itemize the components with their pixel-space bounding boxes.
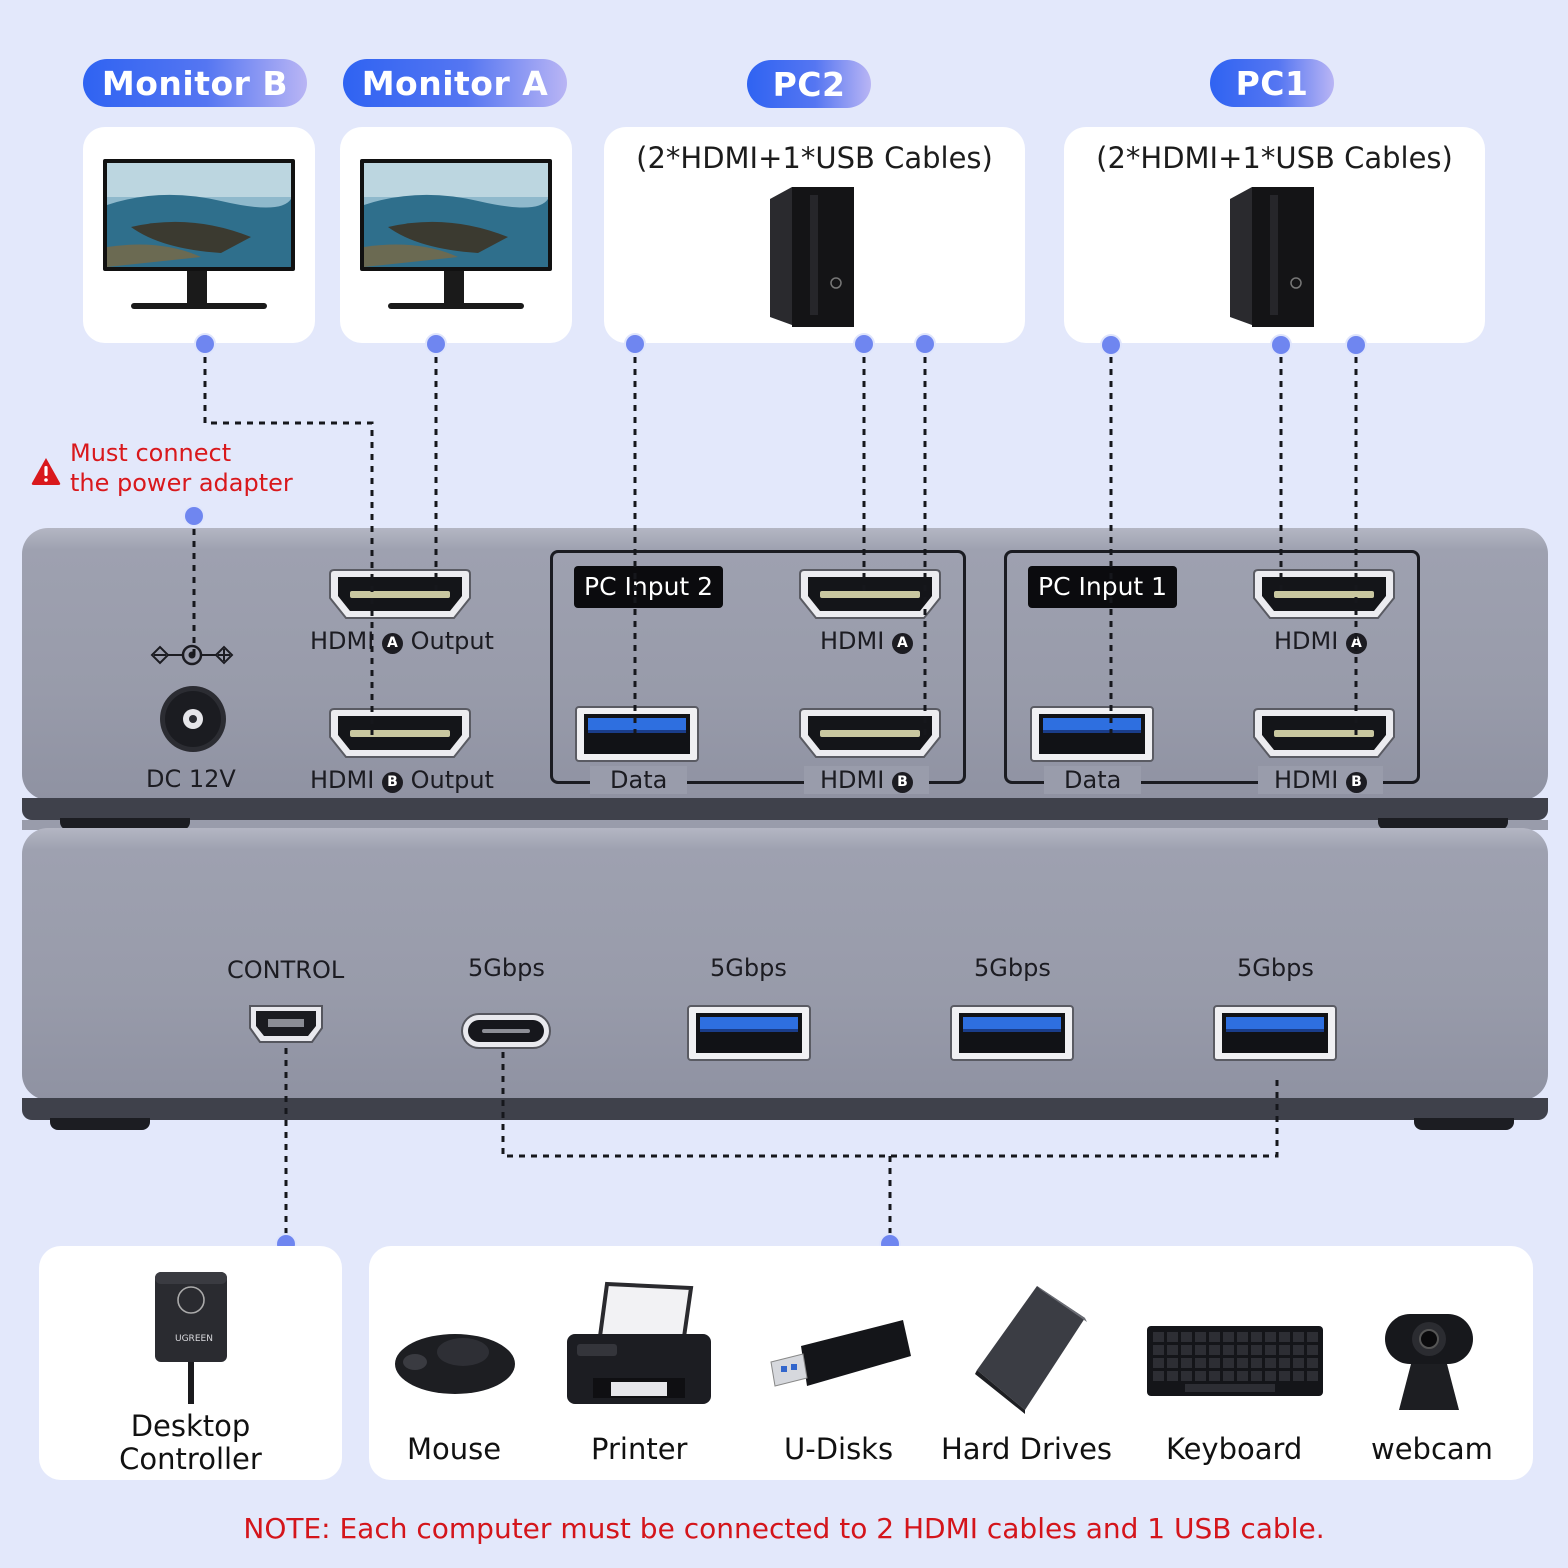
- keyboard-label: Keyboard: [1166, 1432, 1303, 1466]
- webcam-label: webcam: [1371, 1432, 1493, 1466]
- hdmi-word: HDMI: [310, 766, 375, 794]
- unit-gap: [22, 820, 1548, 830]
- dot-pc2-hdmi-a: [855, 335, 873, 353]
- desktop-controller-label: Desktop Controller: [39, 1410, 342, 1476]
- pc-input-2-group: [550, 550, 966, 784]
- pc1-hdmi-a-label: HDMI A: [1274, 627, 1367, 655]
- dc-power-jack: [160, 686, 226, 752]
- pc2-cables-caption: (2*HDMI+1*USB Cables): [636, 141, 993, 175]
- pc2-hdmi-b-label: HDMI B: [804, 766, 929, 794]
- usb-a-1-speed-label: 5Gbps: [710, 954, 787, 982]
- controller-brand: UGREEN: [175, 1334, 213, 1344]
- hdmi-word: HDMI: [820, 627, 885, 655]
- pc2-tower-icon: [770, 187, 854, 327]
- badge-a: A: [1345, 633, 1367, 654]
- peripherals-card: Mouse Printer U-Disks Hard Drives Keyboa…: [369, 1246, 1533, 1480]
- monitor-a-icon: [360, 159, 552, 309]
- hdmi-a-output-label: HDMI A Output: [310, 627, 494, 655]
- webcam-icon: [1385, 1314, 1473, 1410]
- monitor-b-label: Monitor B: [101, 63, 289, 103]
- output-word: Output: [410, 766, 494, 794]
- badge-a: A: [381, 633, 403, 654]
- desktop-controller-line-2: Controller: [119, 1442, 262, 1476]
- usb-a-2-speed-label: 5Gbps: [974, 954, 1051, 982]
- control-mini-usb-port[interactable]: [248, 1002, 324, 1044]
- usb-c-speed-label: 5Gbps: [468, 954, 545, 982]
- dot-monitor-a: [427, 335, 445, 353]
- pc2-data-label: Data: [590, 766, 688, 794]
- badge-b: B: [1345, 772, 1367, 793]
- dot-pc2-hdmi-b: [916, 335, 934, 353]
- hdmi-word: HDMI: [310, 627, 375, 655]
- pc2-label: PC2: [772, 64, 846, 104]
- bottom-foot-right: [1414, 1118, 1514, 1130]
- hdmi-word: HDMI: [1274, 627, 1339, 655]
- mouse-label: Mouse: [407, 1432, 502, 1466]
- top-foot-left: [60, 818, 190, 830]
- control-label: CONTROL: [227, 956, 345, 984]
- monitor-a-label: Monitor A: [361, 63, 549, 103]
- dot-pc1-hdmi-b: [1347, 336, 1365, 354]
- monitor-b-card: [83, 127, 315, 343]
- pc-input-1-group: [1004, 550, 1420, 784]
- desktop-controller-line-1: Desktop: [130, 1409, 251, 1443]
- output-word: Output: [410, 627, 494, 655]
- note-text: NOTE: Each computer must be connected to…: [243, 1512, 1325, 1545]
- usb-a-3-speed-label: 5Gbps: [1237, 954, 1314, 982]
- warning-line-1: Must connect: [70, 439, 232, 467]
- pc1-tower-icon: [1230, 187, 1314, 327]
- line-monitor-b: [203, 345, 374, 735]
- keyboard-icon: [1147, 1326, 1323, 1396]
- pc2-card: (2*HDMI+1*USB Cables): [604, 127, 1025, 343]
- pc-input-1-tag: PC Input 1: [1028, 566, 1178, 608]
- dot-pc2-usb: [626, 335, 644, 353]
- badge-b: B: [891, 772, 913, 793]
- pc1-card: (2*HDMI+1*USB Cables): [1064, 127, 1485, 343]
- hdmi-word: HDMI: [820, 766, 885, 794]
- monitor-b-icon: [103, 159, 295, 309]
- power-adapter-warning: Must connect the power adapter: [70, 438, 293, 498]
- u-disks-label: U-Disks: [784, 1432, 894, 1466]
- warning-line-2: the power adapter: [70, 469, 293, 497]
- desktop-controller-card: UGREEN Desktop Controller: [39, 1246, 342, 1480]
- kvm-top-unit-edge: [22, 798, 1548, 820]
- hard-drive-icon: [975, 1286, 1087, 1414]
- usb-c-port[interactable]: [460, 1012, 552, 1050]
- mouse-icon: [395, 1334, 515, 1394]
- hdmi-b-output-label: HDMI B Output: [310, 766, 494, 794]
- kvm-bottom-unit-edge: [22, 1098, 1548, 1120]
- monitor-a-pill: Monitor A: [343, 59, 567, 107]
- dot-power: [185, 507, 203, 525]
- dc-12v-label: DC 12V: [146, 765, 236, 793]
- monitor-a-card: [340, 127, 572, 343]
- monitor-b-pill: Monitor B: [83, 59, 307, 107]
- dot-monitor-b: [196, 335, 214, 353]
- pc1-pill: PC1: [1210, 59, 1334, 107]
- dc-polarity-icon: [150, 644, 234, 666]
- hard-drives-label: Hard Drives: [941, 1432, 1113, 1466]
- pc2-pill: PC2: [747, 60, 871, 108]
- badge-a: A: [891, 633, 913, 654]
- dot-pc1-hdmi-a: [1272, 336, 1290, 354]
- dot-pc1-usb: [1102, 336, 1120, 354]
- printer-label: Printer: [591, 1432, 688, 1466]
- hdmi-word: HDMI: [1274, 766, 1339, 794]
- line-usb-hub: [501, 1052, 1279, 1242]
- printer-icon: [567, 1281, 711, 1404]
- bottom-foot-left: [50, 1118, 150, 1130]
- u-disk-icon: [770, 1320, 911, 1387]
- top-foot-right: [1378, 818, 1508, 830]
- warning-icon: [31, 458, 61, 485]
- pc1-label: PC1: [1235, 63, 1309, 103]
- pc1-data-label: Data: [1044, 766, 1142, 794]
- pc1-cables-caption: (2*HDMI+1*USB Cables): [1096, 141, 1453, 175]
- pc1-hdmi-b-label: HDMI B: [1258, 766, 1383, 794]
- desktop-controller-icon: [155, 1272, 227, 1404]
- badge-b: B: [381, 772, 403, 793]
- pc2-hdmi-a-label: HDMI A: [820, 627, 913, 655]
- pc-input-2-tag: PC Input 2: [574, 566, 724, 608]
